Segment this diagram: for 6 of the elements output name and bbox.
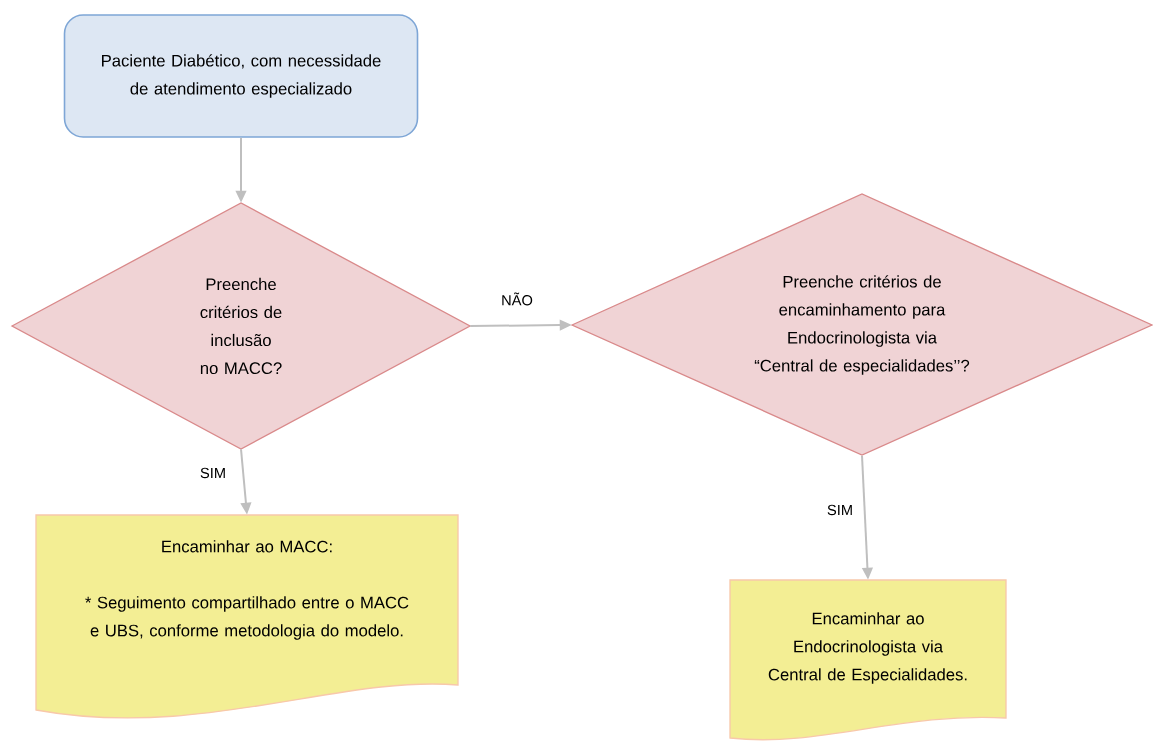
document-box: Encaminhar ao Endocrinologista via Central de Especialidades. [729,579,1007,741]
edge-label: SIM [198,466,228,480]
document-box: Encaminhar ao MACC: * Seguimento compartilhado entre o MACC e UBS, conforme metodologia do modelo. [35,514,459,719]
edge-label: NÃO [499,291,535,307]
edge-label: SIM [825,503,855,517]
start-box: Paciente Diabético, com necessidade de atendimento especializado [63,14,419,138]
